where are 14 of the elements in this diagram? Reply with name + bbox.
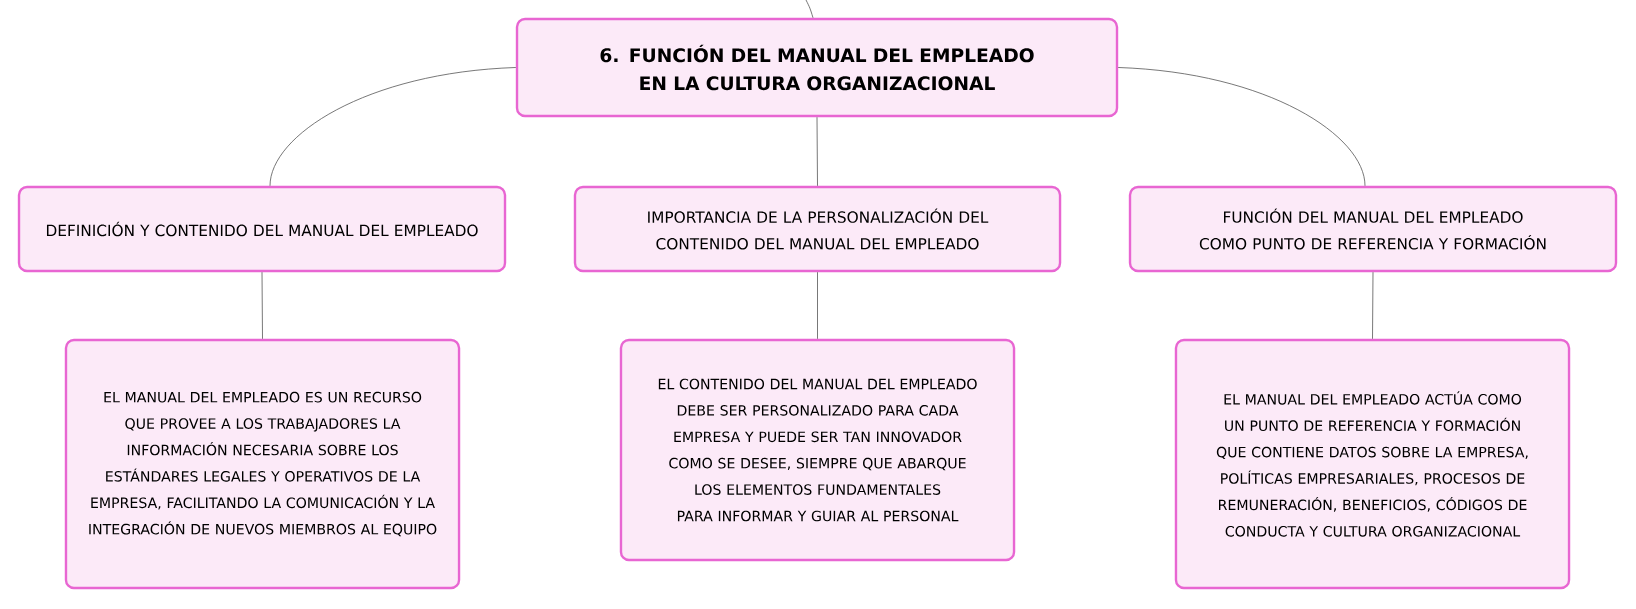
detail-box: EL CONTENIDO DEL MANUAL DEL EMPLEADO DEBE SER PERSONALIZADO PARA CADA EMPRESA Y PUEDE SER TAN INNOVADOR COMO SE DESEE, SIEMPRE QUE ABARQUE LOS ELEMENTOS FUNDAMENTALES PARA INFORMAR Y GUIAR AL PERSONAL bbox=[619, 338, 1016, 562]
detail-box: EL MANUAL DEL EMPLEADO ACTÚA COMO UN PUNTO DE REFERENCIA Y FORMACIÓN QUE CONTIENE DATOS SOBRE LA EMPRESA, POLÍTICAS EMPRESARIALES, PROCESOS DE REMUNERACIÓN, BENEFICIOS, CÓDIGOS DE CONDUCTA Y CULTURA ORGANIZACIONAL bbox=[1174, 338, 1571, 590]
topic-box: FUNCIÓN DEL MANUAL DEL EMPLEADO COMO PUNTO DE REFERENCIA Y FORMACIÓN bbox=[1128, 185, 1618, 273]
topic-box: IMPORTANCIA DE LA PERSONALIZACIÓN DEL CONTENIDO DEL MANUAL DEL EMPLEADO bbox=[573, 185, 1062, 273]
connector-line bbox=[269, 67, 517, 187]
title-box: 6. FUNCIÓN DEL MANUAL DEL EMPLEADO EN LA CULTURA ORGANIZACIONAL bbox=[515, 17, 1119, 118]
connector-line bbox=[1117, 67, 1366, 187]
connector-line bbox=[261, 271, 263, 340]
connector-line bbox=[817, 271, 818, 340]
detail-box: EL MANUAL DEL EMPLEADO ES UN RECURSO QUE PROVEE A LOS TRABAJADORES LA INFORMACIÓN NECESARIA SOBRE LOS ESTÁNDARES LEGALES Y OPERATIVOS DE LA EMPRESA, FACILITANDO LA COMUNICACIÓN Y LA INTEGRACIÓN DE NUEVOS MIEMBROS AL EQUIPO bbox=[64, 338, 461, 590]
connector-line bbox=[805, 0, 814, 19]
connector-line bbox=[816, 116, 818, 187]
topic-box: DEFINICIÓN Y CONTENIDO DEL MANUAL DEL EMPLEADO bbox=[17, 185, 507, 273]
connector-line bbox=[1372, 271, 1374, 340]
